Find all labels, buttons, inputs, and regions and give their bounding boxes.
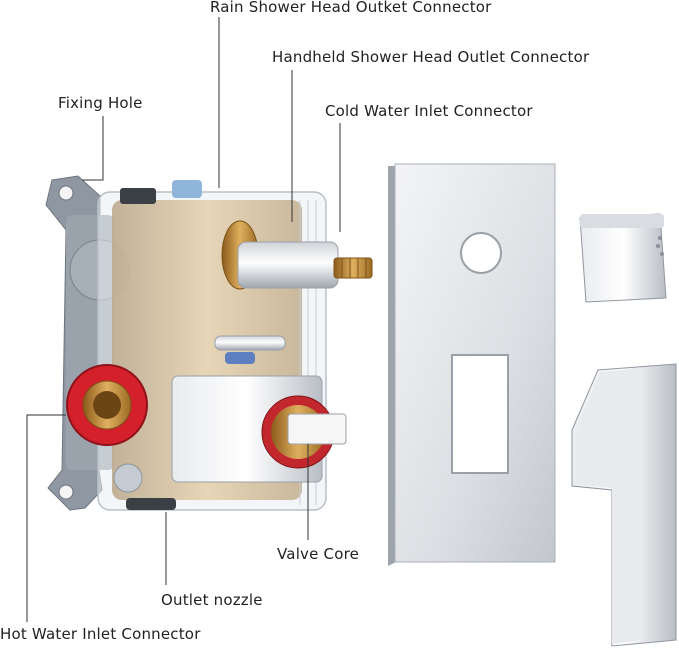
plate-edge xyxy=(388,166,396,566)
leader-fixing xyxy=(82,116,104,181)
bypass-tube-blue xyxy=(225,352,255,364)
top-cap-dark xyxy=(120,188,156,204)
cold-inlet-thread xyxy=(341,258,367,278)
label-outlet-nozzle: Outlet nozzle xyxy=(161,591,263,609)
lever-face xyxy=(576,368,640,644)
outlet-nozzle xyxy=(126,498,176,510)
cover-plate xyxy=(388,163,556,566)
lever-handle xyxy=(571,363,677,647)
top-cap-blue xyxy=(172,180,202,198)
fixing-hole-bottom xyxy=(58,484,74,500)
label-hot-inlet: Hot Water Inlet Connector xyxy=(0,625,201,643)
handheld-outlet-pipe xyxy=(237,241,339,289)
valve-body xyxy=(45,175,373,511)
bracket-boss-lower xyxy=(113,463,143,493)
label-fixing-hole: Fixing Hole xyxy=(58,94,143,112)
label-rain-outlet: Rain Shower Head Outket Connector xyxy=(210,0,492,16)
leader-hot xyxy=(26,414,66,622)
valve-stem xyxy=(287,413,347,445)
leader-lines xyxy=(26,17,341,622)
fixing-hole-top xyxy=(58,185,74,201)
hot-inlet-core xyxy=(93,391,121,419)
label-valve-core: Valve Core xyxy=(277,545,360,563)
plate-square-hole xyxy=(451,354,509,474)
plate-stem-hole xyxy=(460,232,502,274)
bypass-tube xyxy=(214,335,286,351)
shower-symbol-icon xyxy=(656,236,664,256)
cold-inlet-nipple xyxy=(333,257,373,279)
knob-top xyxy=(580,214,664,228)
label-cold-inlet: Cold Water Inlet Connector xyxy=(325,102,533,120)
label-handheld-outlet: Handheld Shower Head Outlet Connector xyxy=(272,48,590,66)
diverter-knob xyxy=(579,213,667,303)
